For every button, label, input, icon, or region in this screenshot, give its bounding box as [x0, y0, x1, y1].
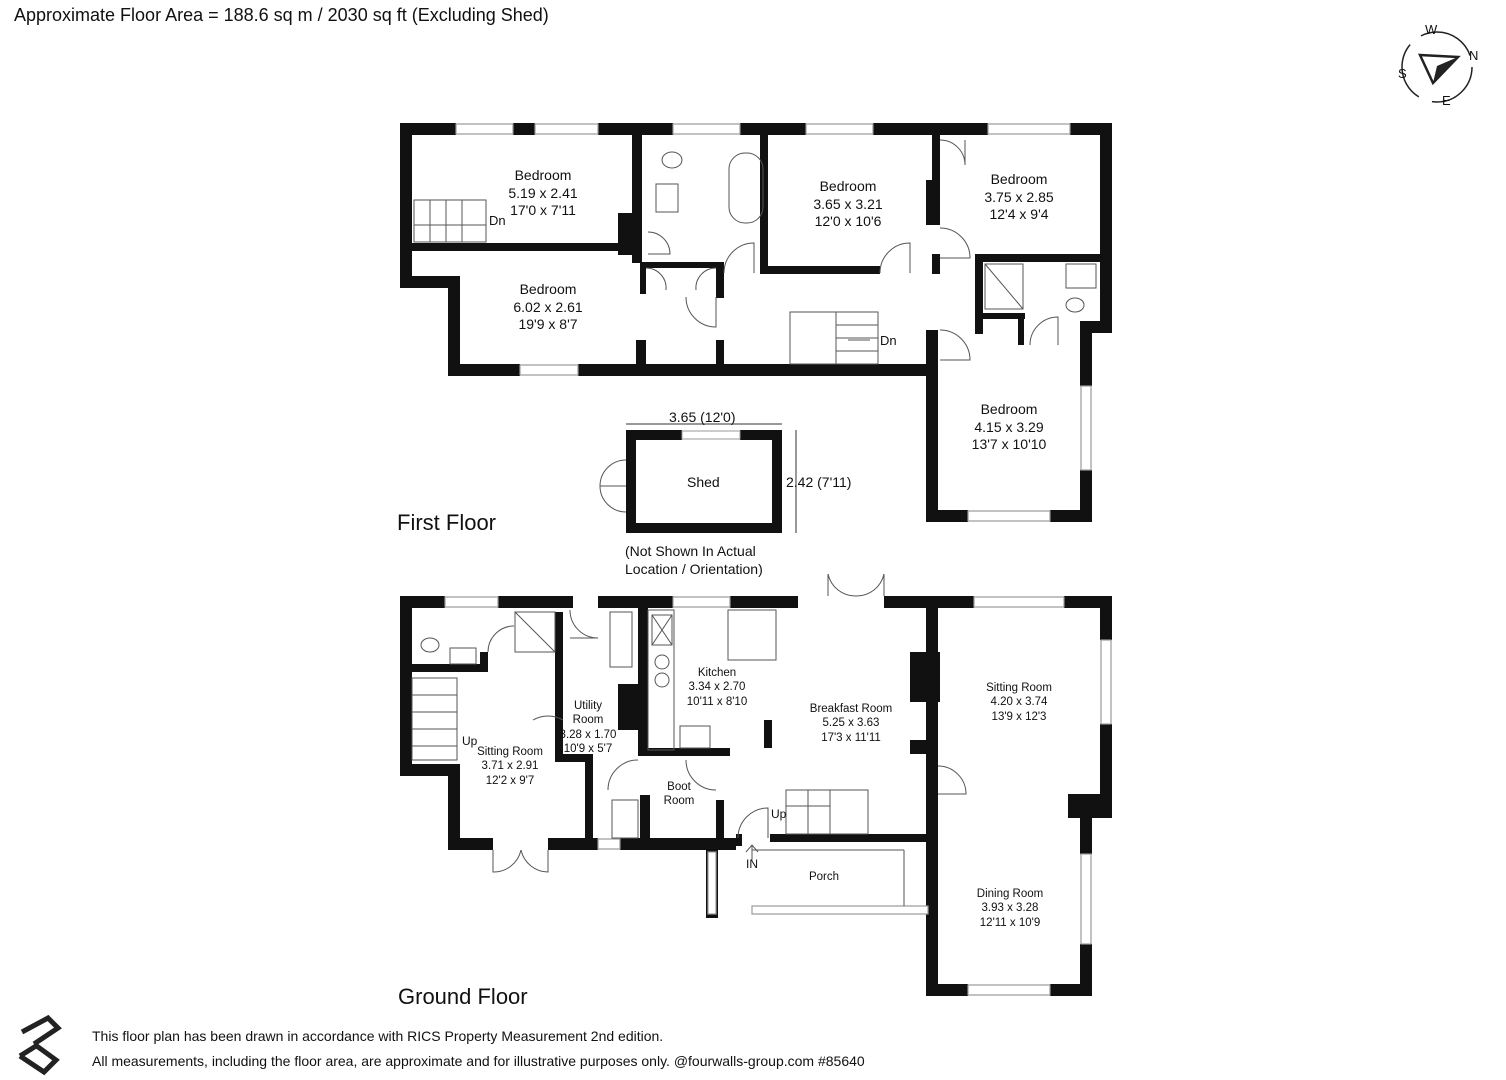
room-metric: 3.75 x 2.85 [984, 188, 1054, 205]
gf-room-breakfast: Breakfast Room 5.25 x 3.63 17'3 x 11'11 [810, 702, 892, 745]
shed-walls [599, 423, 797, 533]
room-imperial: 19'9 x 8'7 [518, 316, 578, 332]
room-metric: 3.65 x 3.21 [813, 195, 883, 212]
room-metric: 3.71 x 2.91 [481, 760, 539, 773]
room-name: Bedroom [519, 281, 577, 297]
room-metric: 6.02 x 2.61 [513, 298, 583, 315]
room-name: Breakfast Room [809, 703, 893, 715]
room-metric: 3.93 x 3.28 [981, 902, 1039, 915]
ff-room-bedroom-5: Bedroom 4.15 x 3.29 13'7 x 10'10 [972, 401, 1047, 454]
room-imperial: 12'4 x 9'4 [989, 206, 1049, 222]
room-imperial: 17'3 x 11'11 [821, 731, 881, 744]
room-metric: 3.28 x 1.70 [559, 728, 617, 741]
room-metric: 5.25 x 3.63 [822, 717, 880, 730]
first-floor-windows [455, 123, 1092, 522]
room-name: Bedroom [980, 401, 1038, 417]
gf-room-sitting-small: Sitting Room 3.71 x 2.91 12'2 x 9'7 [477, 745, 543, 788]
shed-note-line2: Location / Orientation) [625, 561, 763, 578]
ff-room-bedroom-3: Bedroom 3.75 x 2.85 12'4 x 9'4 [984, 171, 1053, 224]
room-name: Dining Room [976, 888, 1044, 900]
room-metric: 4.15 x 3.29 [974, 418, 1044, 435]
room-imperial: 10'11 x 8'10 [686, 695, 748, 708]
shed-label: Shed [687, 474, 720, 490]
shed-width-dimension: 3.65 (12'0) [669, 409, 736, 425]
room-imperial: 12'0 x 10'6 [814, 213, 882, 229]
room-name-2: Room [663, 795, 695, 808]
fourwalls-logo [18, 1014, 62, 1076]
room-imperial: 17'0 x 7'11 [510, 202, 576, 218]
gf-room-boot: Boot Room [664, 780, 695, 809]
room-imperial: 10'9 x 5'7 [563, 743, 613, 756]
room-name: Kitchen [697, 667, 737, 679]
compass-icon [1401, 31, 1473, 103]
room-imperial: 13'9 x 12'3 [991, 710, 1047, 723]
room-metric: 4.20 x 3.74 [990, 696, 1048, 709]
gf-room-utility: Utility Room 3.28 x 1.70 10'9 x 5'7 [560, 699, 617, 757]
compass-north-label: N [1469, 48, 1479, 63]
room-imperial: 13'7 x 10'10 [971, 436, 1047, 452]
room-name: Bedroom [514, 167, 572, 183]
ground-floor-fixtures [411, 573, 967, 906]
ff-room-bedroom-1: Bedroom 5.19 x 2.41 17'0 x 7'11 [508, 167, 577, 220]
stairs-up-label: Up [771, 807, 787, 821]
room-metric: 5.19 x 2.41 [508, 184, 578, 201]
shed-note: (Not Shown In Actual Location / Orientat… [625, 542, 763, 578]
footer-disclaimer: All measurements, including the floor ar… [92, 1053, 865, 1069]
room-name: Bedroom [819, 178, 877, 194]
shed-note-line1: (Not Shown In Actual [625, 543, 756, 559]
compass-south-label: S [1398, 66, 1407, 81]
ground-floor-walls [400, 596, 1112, 996]
ground-floor-label: Ground Floor [398, 984, 528, 1009]
room-name: Boot [667, 781, 691, 793]
gf-room-sitting-large: Sitting Room 4.20 x 3.74 13'9 x 12'3 [986, 681, 1052, 724]
first-floor-walls [400, 123, 1112, 522]
room-imperial: 12'2 x 9'7 [485, 774, 535, 787]
first-floor-fixtures [413, 139, 1097, 365]
room-name: Bedroom [990, 171, 1048, 187]
compass-east-label: E [1442, 93, 1451, 108]
room-name-2: Room [572, 714, 604, 727]
ground-floor-windows [444, 596, 1112, 996]
room-metric: 3.34 x 2.70 [688, 681, 746, 694]
stairs-down-label: Dn [489, 213, 506, 228]
compass-west-label: W [1425, 22, 1438, 37]
room-name: Porch [808, 871, 840, 883]
stairs-up-label: Up [462, 734, 478, 748]
first-floor-label: First Floor [397, 510, 496, 535]
gf-room-porch: Porch [809, 870, 839, 884]
room-name: Sitting Room [986, 682, 1052, 694]
ff-room-bedroom-2: Bedroom 3.65 x 3.21 12'0 x 10'6 [813, 178, 882, 231]
room-imperial: 12'11 x 10'9 [979, 916, 1041, 929]
entrance-label: IN [746, 857, 758, 871]
gf-room-dining: Dining Room 3.93 x 3.28 12'11 x 10'9 [977, 887, 1043, 930]
shed-depth-dimension: 2.42 (7'11) [786, 474, 852, 490]
floor-area-title: Approximate Floor Area = 188.6 sq m / 20… [14, 5, 549, 25]
stairs-down-label: Dn [880, 333, 897, 348]
footer-rics-note: This floor plan has been drawn in accord… [92, 1028, 664, 1044]
ff-room-bedroom-4: Bedroom 6.02 x 2.61 19'9 x 8'7 [513, 281, 582, 334]
gf-room-kitchen: Kitchen 3.34 x 2.70 10'11 x 8'10 [687, 666, 747, 709]
room-name: Sitting Room [477, 746, 543, 758]
room-name: Utility [573, 700, 603, 712]
